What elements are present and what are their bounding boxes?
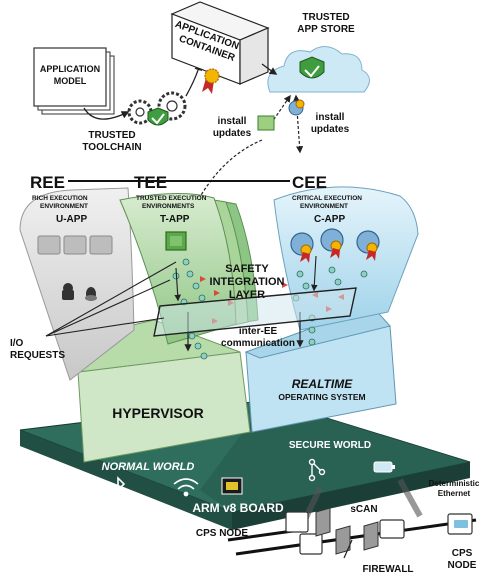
- container-to-store-arrow: [261, 63, 278, 75]
- toolchain-label-2: TOOLCHAIN: [82, 142, 141, 153]
- install-updates-right-arrow: [292, 94, 304, 154]
- cee-full-2: ENVIRONMENT: [300, 203, 348, 210]
- io-requests-label-2: REQUESTS: [10, 350, 65, 361]
- install-updates-left-1: install: [218, 116, 247, 127]
- normal-world-label: NORMAL WORLD: [102, 461, 195, 473]
- circuit-icon: [308, 458, 326, 482]
- safety-layer-label-2: INTEGRATION: [210, 276, 285, 288]
- shield-check-icon: [299, 56, 325, 79]
- toolchain-label-1: TRUSTED: [88, 130, 135, 141]
- tee-full-2: ENVIRONMENTS: [142, 203, 195, 210]
- uapp-label: U-APP: [56, 214, 87, 225]
- firewall-label: FIREWALL: [362, 564, 413, 575]
- firewall-pointer: [343, 539, 353, 559]
- ree-full-1: RICH EXECUTION: [32, 195, 88, 202]
- app-store-label-1: TRUSTED: [302, 12, 349, 23]
- capp-label: C-APP: [314, 214, 345, 225]
- application-model-doc: APPLICATION MODEL: [33, 47, 115, 115]
- package-icon: [257, 115, 275, 131]
- tapp-label: T-APP: [160, 214, 190, 225]
- model-to-toolchain-arrow: [83, 107, 130, 120]
- board-label: ARM v8 BOARD: [192, 501, 284, 515]
- application-model-label-1: APPLICATION: [40, 64, 100, 74]
- rtos-label-1: REALTIME: [292, 377, 353, 391]
- safety-layer-label-1: SAFETY: [225, 263, 269, 275]
- io-request-line: [45, 261, 177, 337]
- ethernet-label-2: Ethernet: [438, 489, 471, 498]
- application-container-box: APPLICATION CONTAINER: [170, 1, 270, 94]
- cps-node-icon: [285, 511, 323, 555]
- gear-icon: [127, 99, 153, 125]
- battery-icon: [373, 461, 395, 473]
- uapp-slot: [37, 235, 61, 255]
- cps-node-right-icon: [447, 513, 473, 535]
- bluetooth-icon: [113, 476, 126, 502]
- shield-check-icon: [147, 107, 169, 126]
- io-request-line: [45, 317, 165, 337]
- install-updates-right-1: install: [316, 112, 345, 123]
- ree-abbr: REE: [30, 173, 65, 192]
- capp-puzzle-icon: [356, 230, 380, 261]
- safety-layer-label-3: LAYER: [229, 289, 265, 301]
- linux-tux-icon: [85, 287, 97, 301]
- uapp-slot: [89, 235, 113, 255]
- app-store-label-2: APP STORE: [297, 24, 355, 35]
- io-request-line: [45, 279, 171, 337]
- inter-ee-label-2: communication: [221, 338, 295, 349]
- certification-badge-icon: [202, 68, 220, 94]
- install-updates-right-2: updates: [311, 124, 350, 135]
- android-icon: [62, 283, 74, 300]
- hypervisor-label: HYPERVISOR: [112, 405, 204, 421]
- puzzle-icon: [288, 99, 305, 116]
- cee-abbr: CEE: [292, 173, 327, 192]
- secure-world-label: SECURE WORLD: [289, 440, 371, 451]
- wifi-icon: [173, 478, 199, 497]
- tapp-package-icon: [165, 231, 187, 251]
- io-requests-label-1: I/O: [10, 338, 24, 349]
- uapp-slot: [63, 235, 87, 255]
- ree-full-2: ENVIRONMENT: [40, 203, 88, 210]
- tee-full-1: TRUSTED EXECUTION: [136, 195, 207, 202]
- toolchain-to-container-arrow: [185, 62, 203, 97]
- cps-node-right-label-1: CPS: [452, 548, 473, 559]
- scan-label: sCAN: [350, 504, 377, 515]
- application-model-label-2: MODEL: [54, 76, 87, 86]
- capp-puzzle-icon: [320, 228, 344, 259]
- capp-down-arrow: [311, 255, 318, 292]
- tee-abbr: TEE: [134, 173, 167, 192]
- safety-integration-layer: [153, 287, 357, 337]
- capp-puzzle-icon: [290, 232, 314, 263]
- install-updates-left-2: updates: [213, 128, 252, 139]
- scan-node-icon: [363, 519, 405, 551]
- tapp-down-arrow: [174, 267, 181, 302]
- rtos-label-2: OPERATING SYSTEM: [278, 392, 365, 402]
- cee-full-1: CRITICAL EXECUTION: [292, 195, 362, 202]
- ethernet-label-1: Deterministic: [429, 479, 480, 488]
- cps-node-left-label: CPS NODE: [196, 528, 249, 539]
- cps-node-right-label-2: NODE: [448, 560, 477, 571]
- firewall-icon: [315, 507, 351, 555]
- gpu-chip-icon: [221, 477, 243, 495]
- toolchain-gears: [127, 91, 187, 126]
- inter-ee-label-1: inter-EE: [239, 326, 278, 337]
